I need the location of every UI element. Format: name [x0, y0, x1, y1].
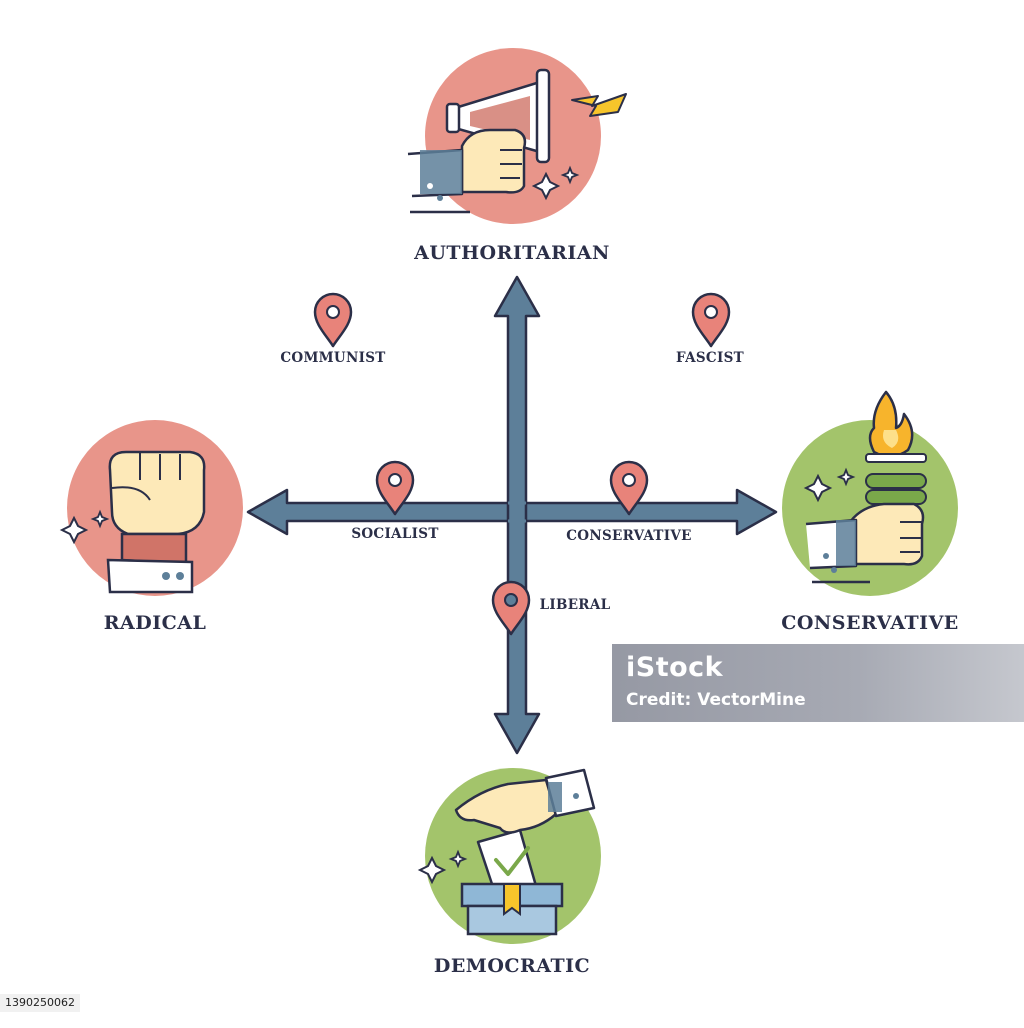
marker-label-communist: COMMUNIST — [280, 350, 386, 366]
location-pin-icon-liberal — [491, 580, 531, 636]
stock-watermark: iStock Credit: VectorMine — [612, 644, 1024, 722]
location-pin-icon-fascist — [691, 292, 731, 348]
spectrum-axes — [246, 275, 778, 755]
axis-label-authoritarian: AUTHORITARIAN — [414, 242, 610, 264]
megaphone-hand-icon — [407, 48, 627, 224]
location-pins — [313, 292, 731, 636]
ballot-box-icon — [417, 768, 601, 944]
stock-image-id: 1390250062 — [0, 994, 80, 1012]
marker-label-liberal: LIBERAL — [539, 597, 611, 613]
location-pin-icon-conservative — [609, 460, 649, 516]
axis-label-radical: RADICAL — [103, 612, 207, 634]
watermark-logo: iStock — [626, 652, 724, 683]
axis-label-democratic: DEMOCRATIC — [433, 955, 591, 977]
location-pin-icon-socialist — [375, 460, 415, 516]
marker-label-fascist: FASCIST — [676, 350, 744, 366]
marker-label-conservative: CONSERVATIVE — [566, 528, 692, 544]
marker-label-socialist: SOCIALIST — [351, 526, 439, 542]
raised-fist-icon — [59, 420, 243, 596]
axis-label-conservative: CONSERVATIVE — [781, 612, 959, 634]
torch-hand-icon — [782, 390, 958, 596]
vertical-axis-arrow — [493, 275, 541, 755]
watermark-credit: Credit: VectorMine — [626, 690, 806, 710]
location-pin-icon-communist — [313, 292, 353, 348]
